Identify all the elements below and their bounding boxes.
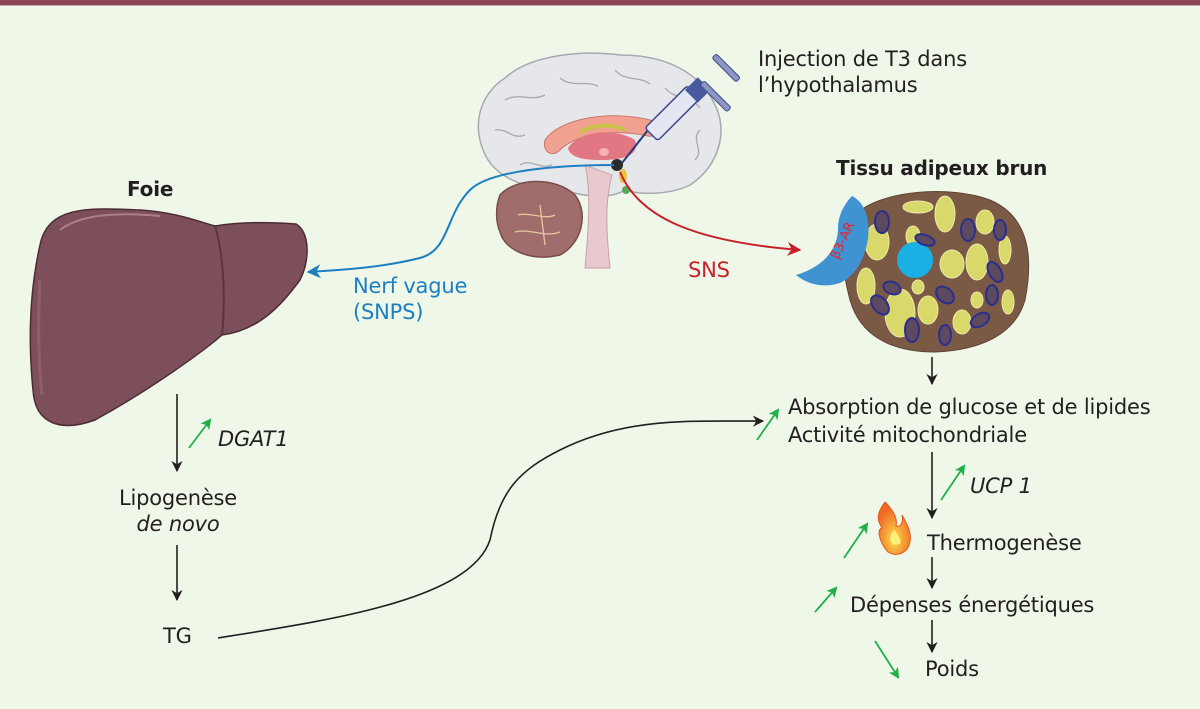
vagus-nerve-label: Nerf vague (SNPS) bbox=[353, 273, 467, 325]
sns-arrow bbox=[619, 171, 802, 256]
bat-title: Tissu adipeux brun bbox=[836, 156, 1048, 180]
ucp1-label: UCP 1 bbox=[970, 474, 1032, 498]
liver-title: Foie bbox=[127, 177, 174, 201]
thermogenesis-label: Thermogenèse bbox=[927, 531, 1082, 555]
injection-label-line2: l’hypothalamus bbox=[758, 73, 918, 97]
vagus-nerve-arrow bbox=[306, 164, 615, 279]
weight-label: Poids bbox=[925, 657, 979, 681]
injection-label-line1: Injection de T3 dans bbox=[758, 47, 967, 71]
lipogenesis-label: Lipogenèse de novo bbox=[113, 485, 243, 537]
dgat1-label: DGAT1 bbox=[218, 427, 289, 451]
thermogenesis-increase-icon bbox=[843, 522, 869, 559]
lipogenesis-label-line2: de novo bbox=[136, 512, 220, 536]
expenditure-increase-icon bbox=[814, 586, 838, 613]
sns-label: SNS bbox=[688, 258, 730, 282]
mito-activity-label: Activité mitochondriale bbox=[788, 423, 1027, 447]
hypothalamus-injection-site bbox=[611, 159, 623, 171]
ucp1-increase-icon bbox=[940, 464, 966, 501]
energy-expenditure-label: Dépenses énergétiques bbox=[850, 593, 1095, 617]
weight-decrease-icon bbox=[874, 640, 900, 679]
brown-adipose-cell: β3-AR bbox=[796, 191, 1030, 353]
tg-to-bat-arrow bbox=[217, 415, 765, 639]
lipogenesis-label-line1: Lipogenèse bbox=[118, 486, 238, 510]
top-border-bar bbox=[0, 0, 1200, 6]
brain-illustration bbox=[477, 52, 740, 269]
injection-label: Injection de T3 dans l’hypothalamus bbox=[758, 46, 967, 98]
nucleus bbox=[897, 242, 933, 278]
dgat1-increase-icon bbox=[188, 418, 212, 449]
beta3-receptor bbox=[796, 196, 869, 286]
vagus-nerve-label-line1: Nerf vague bbox=[353, 274, 468, 298]
tg-label: TG bbox=[163, 624, 192, 648]
vagus-nerve-label-line2: (SNPS) bbox=[353, 300, 424, 324]
flame-icon bbox=[877, 501, 911, 555]
absorption-label: Absorption de glucose et de lipides bbox=[788, 395, 1151, 419]
liver-illustration bbox=[29, 208, 308, 427]
absorption-increase-icon bbox=[756, 408, 780, 441]
